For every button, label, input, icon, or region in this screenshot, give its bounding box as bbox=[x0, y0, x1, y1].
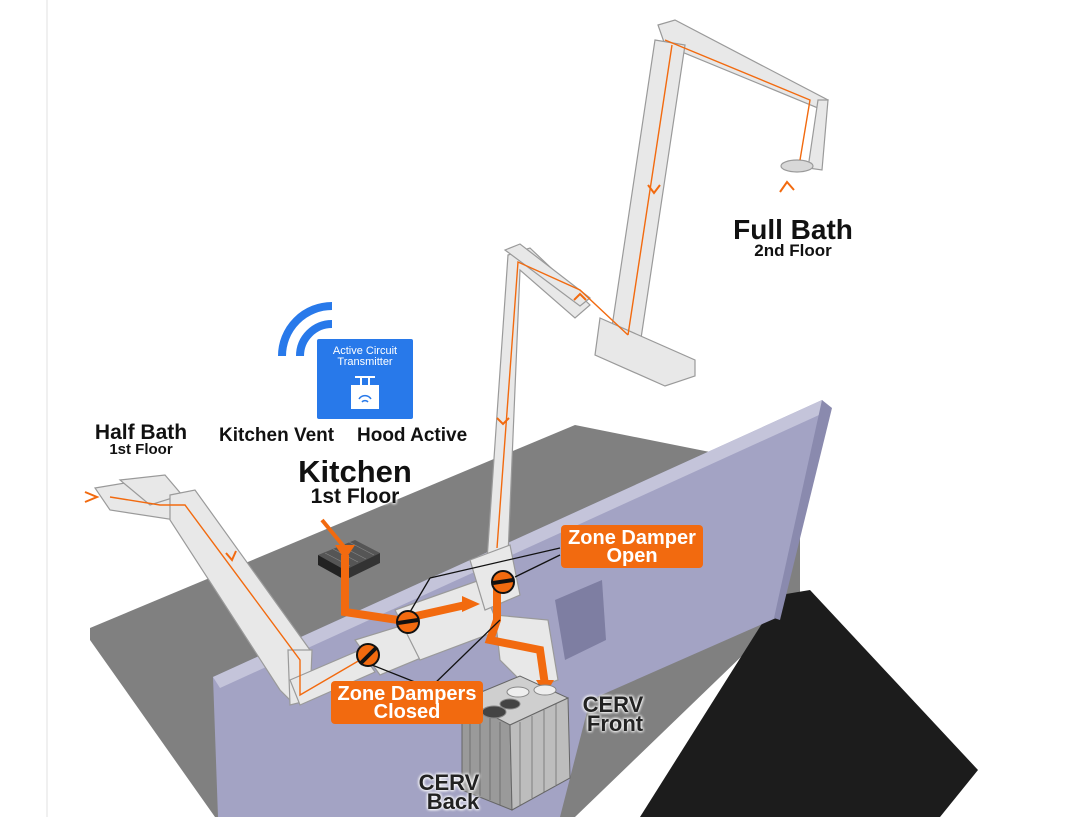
zone-dampers-closed-callout: Zone Dampers Closed bbox=[331, 681, 483, 724]
flow-arrows bbox=[84, 180, 795, 562]
transmitter-line1: Active Circuit bbox=[332, 345, 398, 357]
half-bath-floor-label: 1st Floor bbox=[109, 441, 173, 458]
zone-damper-open-callout: Zone Damper Open bbox=[561, 525, 703, 568]
dark-floor bbox=[640, 590, 978, 817]
wifi-signal-icon bbox=[278, 302, 333, 357]
callout-open-line2: Open bbox=[606, 545, 658, 567]
zone-damper-closed bbox=[356, 643, 380, 667]
callout-closed-line1: Zone Dampers bbox=[337, 683, 477, 705]
active-kitchen-path bbox=[341, 555, 549, 686]
full-bath-floor-label: 2nd Floor bbox=[754, 241, 832, 260]
half-bath-label: Half Bath bbox=[94, 421, 188, 444]
cerv-unit bbox=[460, 675, 571, 811]
active-circuit-transmitter: Active Circuit Transmitter bbox=[317, 339, 413, 419]
transmitter-device-icon bbox=[351, 376, 379, 409]
callout-open-line1: Zone Damper bbox=[568, 527, 696, 549]
hood-active-label: Hood Active bbox=[357, 425, 468, 446]
cerv-back-label-2: Back bbox=[426, 789, 480, 814]
kitchen-floor-label: 1st Floor bbox=[310, 485, 400, 508]
full-bath-label: Full Bath bbox=[733, 214, 853, 245]
kitchen-label: Kitchen bbox=[298, 454, 412, 489]
cerv-back-label-1: CERV bbox=[418, 770, 480, 795]
duct-full-bath-down bbox=[609, 39, 686, 346]
zone-damper-open bbox=[396, 570, 515, 634]
transmitter-line2: Transmitter bbox=[337, 356, 393, 368]
cerv-front-label-2: Front bbox=[586, 711, 644, 736]
duct-full-bath-top bbox=[657, 19, 830, 109]
flow-lines bbox=[109, 39, 811, 697]
cerv-front-label-1: CERV bbox=[582, 692, 644, 717]
callout-closed-line2: Closed bbox=[373, 701, 441, 723]
kitchen-vent-label: Kitchen Vent bbox=[219, 425, 335, 446]
wall-edge-right bbox=[774, 400, 832, 620]
